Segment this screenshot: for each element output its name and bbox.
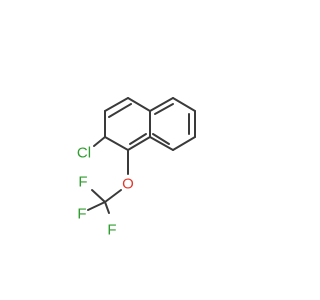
bond [104,201,110,214]
bond [93,136,106,147]
bond [104,97,129,112]
bond [149,97,174,112]
bond [127,136,151,151]
chlorine-atom-label: Cl [77,145,91,162]
oxygen-atom-label: O [122,176,134,193]
bond [104,189,122,203]
bond [87,201,106,211]
bond [149,136,174,151]
bond [104,136,129,151]
bond [172,136,196,151]
bond [91,189,106,203]
fluorine-atom-label: F [78,174,87,191]
atom-labels: Cl O F F F [77,145,134,239]
molecule-structure: Cl O F F F [77,97,196,239]
fluorine-atom-label: F [77,206,86,223]
bond [154,103,174,115]
structure-canvas: Cl O F F F [76,97,196,239]
bond [129,133,147,145]
fluorine-atom-label: F [107,222,116,239]
bond [152,133,170,145]
bond [108,103,132,118]
bond [172,97,196,112]
bond [127,97,151,112]
bonds [87,97,196,214]
